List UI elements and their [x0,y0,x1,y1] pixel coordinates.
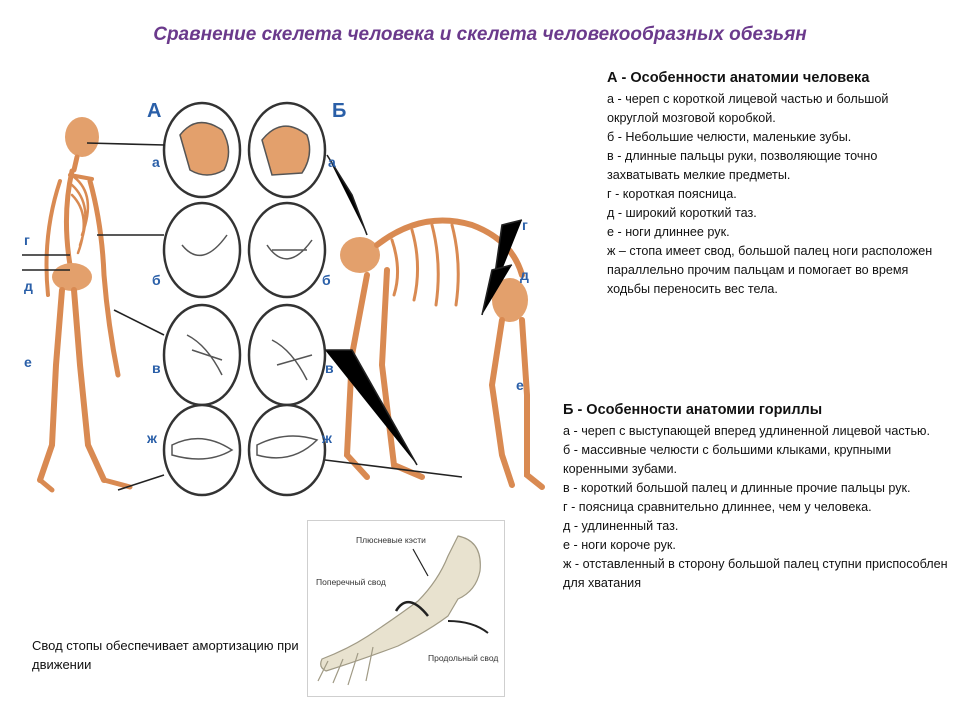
label-e-human: е [24,354,32,370]
label-g-gorilla: г [522,217,528,233]
skeleton-comparison-figure: А Б а а б б в в ж ж г д е г д е [22,95,552,505]
human-hand-circle [162,303,242,407]
gorilla-feature-g: г - поясница сравнительно длиннее, чем у… [563,500,872,514]
label-e-gorilla: е [516,377,524,393]
human-feature-zh: ж – стопа имеет свод, большой палец ноги… [607,244,933,296]
detail-circles [162,101,327,497]
gorilla-foot-circle [247,403,327,497]
foot-arch-figure: Плюсневые кэсти Поперечный свод Продольн… [307,520,505,697]
label-zh-left: ж [146,430,158,446]
label-v-left: в [152,360,161,376]
label-a-right: а [328,154,336,170]
label-a-left: а [152,154,160,170]
human-anatomy-heading: А - Особенности анатомии человека [607,70,870,86]
human-feature-g: г - короткая поясница. [607,187,737,201]
human-foot-circle [162,403,242,497]
label-b-gorilla: Б [332,100,346,122]
human-feature-d: д - широкий короткий таз. [607,206,757,220]
human-feature-b: б - Небольшие челюсти, маленькие зубы. [607,130,852,144]
foot-label-metatarsal: Плюсневые кэсти [356,535,426,545]
gorilla-feature-d: д - удлиненный таз. [563,519,679,533]
skeleton-comparison-svg: А Б а а б б в в ж ж г д е г д е [22,100,545,497]
label-v-right: в [325,360,334,376]
label-zh-right: ж [321,430,333,446]
human-jaw-circle [162,201,242,299]
human-feature-e: е - ноги длиннее рук. [607,225,730,239]
gorilla-feature-e: е - ноги короче рук. [563,538,676,552]
label-b-right: б [322,272,331,288]
gorilla-anatomy-heading: Б - Особенности анатомии гориллы [563,402,823,418]
foot-arch-svg: Плюсневые кэсти Поперечный свод Продольн… [316,535,498,686]
human-feature-a: а - череп с короткой лицевой частью и бо… [607,92,889,125]
label-d-gorilla: д [520,267,529,283]
gorilla-anatomy-panel: Б - Особенности анатомии гориллы а - чер… [563,400,953,593]
gorilla-hand-circle [247,303,327,407]
gorilla-feature-zh: ж - отставленный в сторону большой палец… [563,557,948,590]
gorilla-feature-b: б - массивные челюсти с большими клыками… [563,443,892,476]
label-d-human: д [24,278,33,294]
detail-sketches [171,121,319,460]
human-anatomy-panel: А - Особенности анатомии человека а - че… [607,68,942,299]
human-feature-v: в - длинные пальцы руки, позволяющие точ… [607,149,878,182]
gorilla-skeleton [340,217,545,490]
foot-arch-caption: Свод стопы обеспечивает амортизацию при … [32,638,299,672]
page-title: Сравнение скелета человека и скелета чел… [153,24,807,45]
gorilla-feature-v: в - короткий большой палец и длинные про… [563,481,911,495]
gorilla-feature-a: а - череп с выступающей вперед удлиненно… [563,424,930,438]
foot-label-transverse: Поперечный свод [316,577,386,587]
pointer-lines [22,142,523,491]
foot-label-longitudinal: Продольный свод [428,653,498,663]
label-a-human: А [147,100,161,122]
human-skeleton [37,117,133,493]
figure-labels: А Б а а б б в в ж ж г д е г д е [24,100,529,446]
label-g-human: г [24,232,30,248]
label-b-left: б [152,272,161,288]
